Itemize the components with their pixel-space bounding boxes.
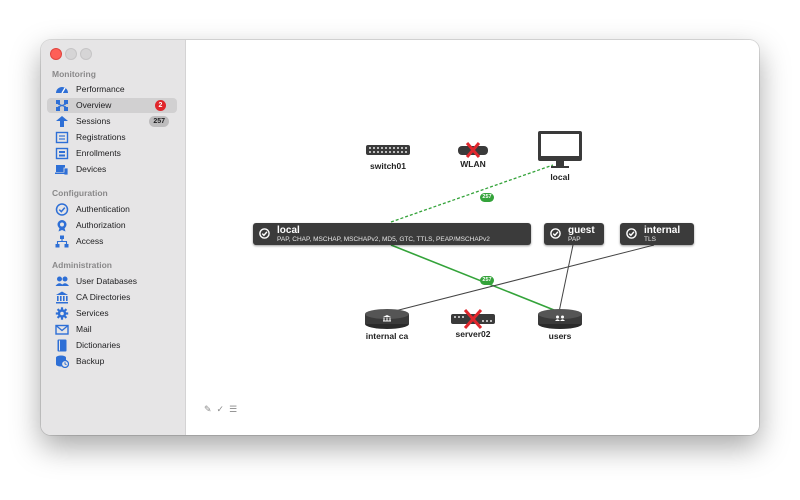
bank-icon [56, 291, 68, 304]
sidebar-item-label: Authentication [76, 204, 130, 214]
sidebar-item-sessions[interactable]: Sessions 257 [47, 114, 177, 129]
backup-icon [56, 355, 69, 368]
computer-monitor-icon[interactable] [536, 130, 584, 170]
sidebar-item-label: Backup [76, 356, 105, 366]
internal-ca-label: internal ca [365, 331, 409, 341]
section-monitoring: Monitoring [52, 69, 96, 79]
sidebar-item-label: User Databases [76, 276, 137, 286]
pencil-icon[interactable]: ✎ [204, 404, 212, 414]
realm-methods: PAP, CHAP, MSCHAP, MSCHAPv2, MD5, GTC, T… [277, 236, 490, 243]
gear-icon [55, 307, 69, 320]
check-circle-icon [259, 228, 270, 239]
list-icon[interactable]: ☰ [229, 404, 238, 414]
sidebar-item-authorization[interactable]: Authorization [47, 218, 177, 233]
sidebar-item-label: Devices [76, 164, 107, 174]
section-configuration: Configuration [52, 188, 108, 198]
sidebar-item-mail[interactable]: Mail [47, 322, 177, 337]
realm-title: guest [568, 225, 595, 236]
sidebar-item-overview[interactable]: Overview 2 [47, 98, 177, 113]
connection-line [390, 244, 560, 313]
realm-guest[interactable]: guest PAP [544, 223, 604, 245]
sidebar-item-authentication[interactable]: Authentication [47, 202, 177, 217]
user-database-icon[interactable] [537, 308, 583, 330]
connection-line [558, 244, 574, 313]
sidebar-item-performance[interactable]: Performance [47, 82, 177, 97]
bottom-toolbar: ✎ ✓ ☰ [204, 399, 242, 417]
section-administration: Administration [52, 260, 112, 270]
sidebar-item-label: Access [76, 236, 104, 246]
connection-lines [390, 164, 655, 313]
award-icon [57, 220, 67, 232]
sidebar-item-devices[interactable]: Devices [47, 162, 177, 177]
enrollments-icon [55, 147, 69, 160]
realm-title: internal [644, 225, 681, 236]
server-icon[interactable] [448, 309, 498, 329]
check-circle-icon [626, 228, 637, 239]
network-icon [56, 100, 68, 111]
zoom-window-button[interactable] [80, 48, 92, 60]
switch-icon[interactable] [365, 142, 411, 158]
connection-count-badge: 257 [480, 193, 494, 202]
realm-local[interactable]: local PAP, CHAP, MSCHAP, MSCHAPv2, MD5, … [253, 223, 531, 245]
connection-line [390, 244, 655, 313]
sidebar-item-label: Enrollments [76, 148, 121, 158]
gauge-icon [56, 87, 68, 94]
switch01-label: switch01 [370, 161, 406, 171]
sessions-icon [56, 116, 68, 127]
wlan-router-icon[interactable] [456, 141, 490, 159]
connection-line [390, 164, 554, 223]
realm-methods: TLS [644, 236, 656, 243]
mail-icon [55, 324, 69, 335]
sidebar: Monitoring Performance Overview 2 Sessio… [41, 40, 186, 435]
devices-icon [55, 165, 69, 176]
sidebar-item-enrollments[interactable]: Enrollments [47, 146, 177, 161]
sidebar-item-ca-directories[interactable]: CA Directories [47, 290, 177, 305]
registrations-icon [55, 131, 69, 144]
sidebar-item-user-databases[interactable]: User Databases [47, 274, 177, 289]
network-overview-canvas: switch01 WLAN local 257 257 local PAP, C… [186, 40, 759, 435]
hierarchy-icon [55, 235, 69, 248]
alert-count-badge: 2 [155, 100, 166, 111]
check-circle-icon [550, 228, 561, 239]
sidebar-item-backup[interactable]: Backup [47, 354, 177, 369]
users-label: users [548, 331, 572, 341]
sidebar-item-services[interactable]: Services [47, 306, 177, 321]
server02-label: server02 [455, 329, 491, 339]
sidebar-item-label: Services [76, 308, 109, 318]
sidebar-item-access[interactable]: Access [47, 234, 177, 249]
sidebar-item-label: Authorization [76, 220, 126, 230]
ca-server-icon[interactable] [364, 308, 410, 330]
realm-internal[interactable]: internal TLS [620, 223, 694, 245]
session-count-badge: 257 [149, 116, 169, 127]
sidebar-item-label: Registrations [76, 132, 126, 142]
minimize-window-button[interactable] [65, 48, 77, 60]
sidebar-item-dictionaries[interactable]: Dictionaries [47, 338, 177, 353]
realm-title: local [277, 225, 300, 236]
sidebar-item-label: Sessions [76, 116, 111, 126]
connection-count-badge: 257 [480, 276, 494, 285]
book-icon [57, 339, 67, 352]
users-icon [55, 276, 69, 286]
sidebar-item-label: Dictionaries [76, 340, 121, 350]
sidebar-item-label: Performance [76, 84, 125, 94]
sidebar-item-label: CA Directories [76, 292, 131, 302]
close-window-button[interactable] [50, 48, 62, 60]
local-device-label: local [550, 172, 570, 182]
check-circle-icon [55, 203, 69, 216]
sidebar-item-registrations[interactable]: Registrations [47, 130, 177, 145]
realm-methods: PAP [568, 236, 581, 243]
checkmark-icon[interactable]: ✓ [216, 404, 225, 414]
wlan-label: WLAN [460, 159, 486, 169]
sidebar-item-label: Mail [76, 324, 92, 334]
app-window: Monitoring Performance Overview 2 Sessio… [41, 40, 759, 435]
sidebar-item-label: Overview [76, 100, 112, 110]
